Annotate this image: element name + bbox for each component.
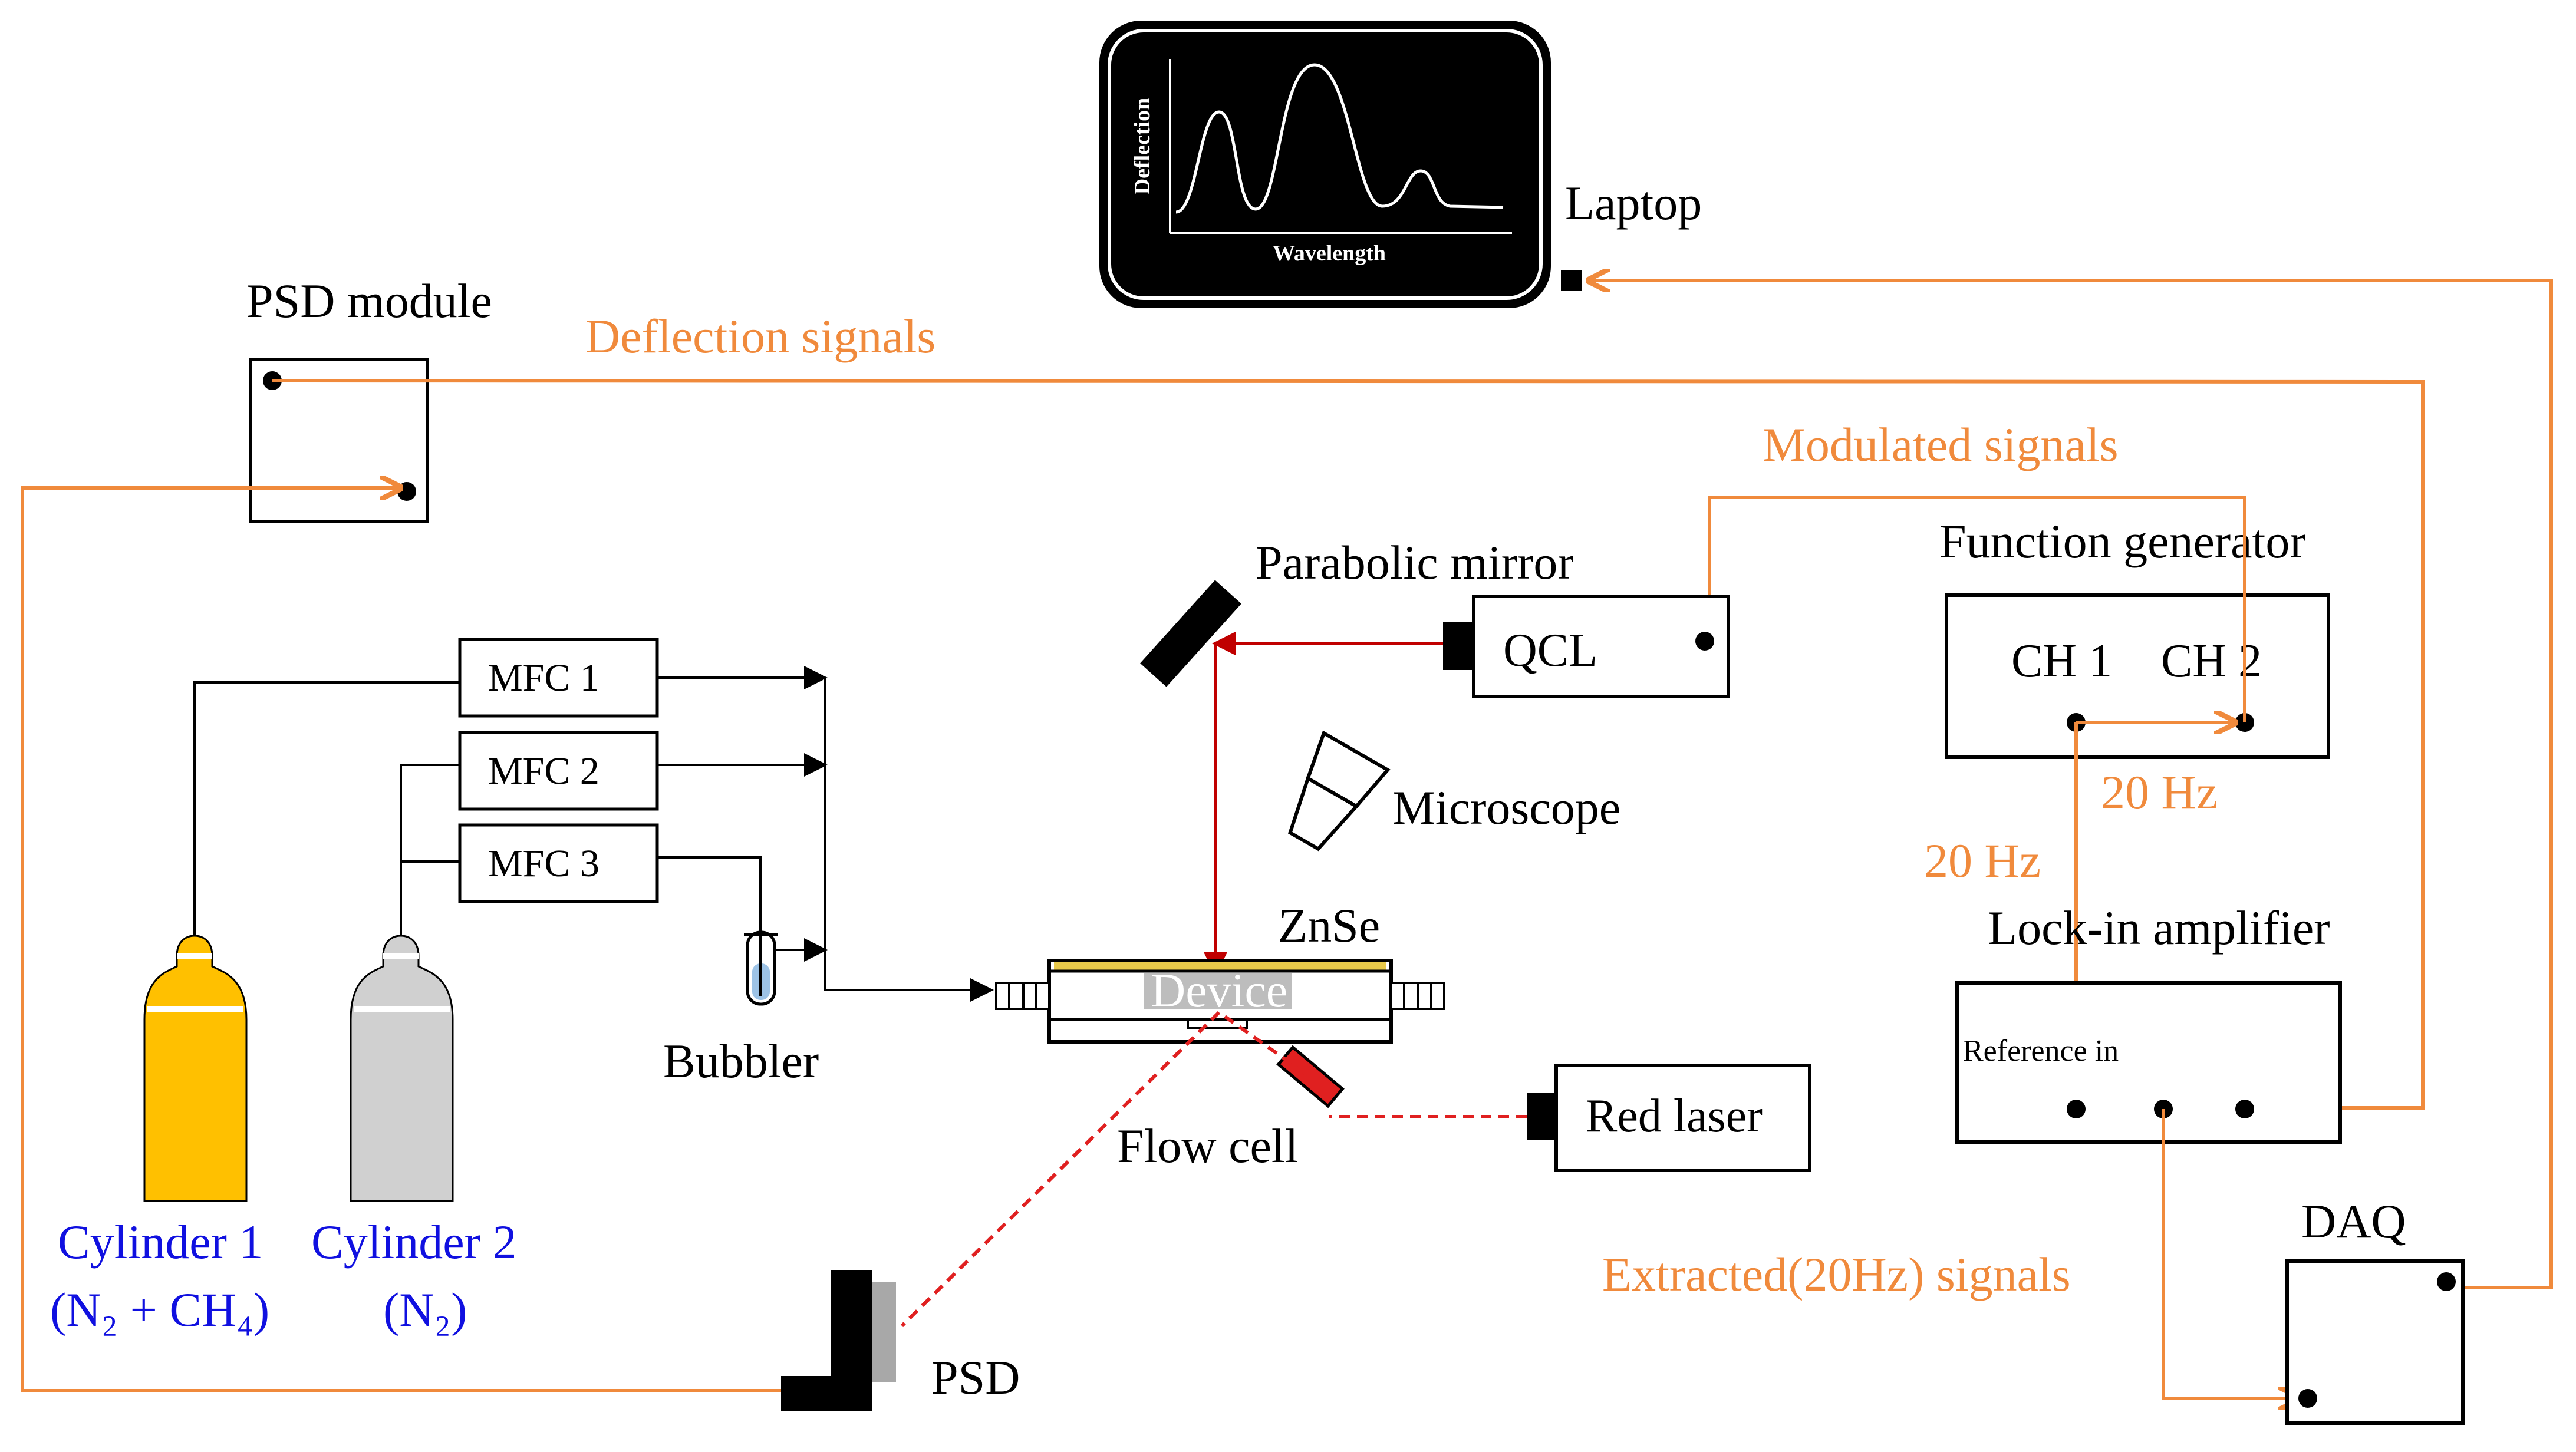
laptop-label: Laptop (1565, 176, 1702, 230)
microscope (1288, 730, 1391, 852)
lockin-amplifier-box (1955, 981, 2342, 1144)
cylinder2-label: Cylinder 2 (311, 1215, 516, 1269)
reference-in-label: Reference in (1963, 1034, 2119, 1068)
psd-base (781, 1376, 872, 1411)
cylinder2 (350, 935, 454, 1202)
mfc2-label: MFC 2 (488, 750, 599, 793)
laptop-screen (1108, 29, 1543, 300)
parabolic-mirror (1140, 580, 1241, 687)
mfc3-label: MFC 3 (488, 842, 599, 885)
lockin-reference-port (2067, 1100, 2086, 1118)
psd-sensor (871, 1282, 896, 1382)
psd-module-in-port (397, 482, 416, 501)
ch2-label: CH 2 (2161, 635, 2262, 687)
parabolic-mirror-label: Parabolic mirror (1256, 536, 1574, 589)
bubbler-label: Bubbler (663, 1034, 819, 1088)
deflection-signal-line (272, 379, 2425, 1108)
red-beam-to-psd (900, 1011, 1221, 1328)
cylinder1-body (143, 935, 248, 1202)
extracted-signals-label: Extracted(20Hz) signals (1602, 1248, 2071, 1301)
microscope-lens (1288, 776, 1359, 852)
mfc2: MFC 2 (458, 731, 659, 811)
red-laser-label: Red laser (1586, 1090, 1763, 1142)
cylinder1-gas-label: (N₂ + CH₄) (50, 1283, 269, 1336)
znse-label: ZnSe (1278, 899, 1380, 952)
lockin-frequency-label: 20 Hz (1924, 834, 2041, 887)
outlet-connector (1390, 982, 1445, 1010)
cylinder1-label: Cylinder 1 (58, 1215, 263, 1269)
screen-y-label: Deflection (1130, 98, 1155, 195)
screen-x-label: Wavelength (1273, 241, 1386, 266)
inlet-connector (995, 982, 1050, 1010)
mfc3-box (458, 823, 659, 903)
device-label: Device (1151, 963, 1287, 1017)
screen-spectrum-curve (1175, 63, 1504, 214)
daq-in-port (2298, 1389, 2317, 1408)
lockin-amplifier-label: Lock-in amplifier (1988, 901, 2330, 955)
psd-to-module-line (21, 488, 781, 1392)
red-mirror (1276, 1045, 1345, 1108)
cylinder1 (143, 935, 248, 1202)
flow-cell-channel (1187, 1018, 1248, 1029)
qcl-port (1695, 632, 1714, 651)
function-generator-box (1945, 593, 2330, 759)
mfc3: MFC 3 (458, 823, 659, 903)
psd-label: PSD (931, 1351, 1020, 1404)
daq-to-laptop-line (1589, 280, 2553, 1289)
ch1-label: CH 1 (2011, 635, 2112, 687)
qcl-label: QCL (1503, 625, 1597, 676)
red-laser-box (1554, 1064, 1811, 1172)
mfc2-box (458, 731, 659, 811)
psd (781, 1270, 896, 1411)
lockin-signal-port (2235, 1100, 2254, 1118)
deflection-signals-label: Deflection signals (585, 309, 935, 363)
laptop: Deflection Wavelength (1099, 21, 1582, 308)
laptop-port (1561, 270, 1582, 291)
modulated-signal-line (1709, 496, 2246, 722)
znse-window (1054, 962, 1386, 970)
function-generator-label: Function generator (1939, 514, 2306, 568)
red-laser-aperture (1527, 1093, 1556, 1140)
bubbler (744, 930, 778, 1006)
daq-out-port (2437, 1272, 2456, 1291)
qcl-aperture (1443, 622, 1474, 670)
mfc1: MFC 1 (458, 638, 659, 718)
mfc1-label: MFC 1 (488, 656, 599, 699)
flow-cell-label: Flow cell (1117, 1119, 1298, 1173)
gas-manifold (824, 678, 994, 1002)
cylinder2-line-mfc2 (400, 764, 460, 942)
device (1144, 974, 1292, 1009)
cylinder2-gas-label: (N₂) (383, 1283, 467, 1336)
psd-module-label: PSD module (246, 274, 492, 328)
cylinder2-body (350, 935, 454, 1202)
mfc3-out (657, 856, 762, 932)
modulated-signals-label: Modulated signals (1763, 418, 2119, 471)
fg-frequency-label: 20 Hz (2101, 765, 2218, 819)
cylinder1-line (193, 681, 460, 942)
daq-label: DAQ (2301, 1194, 2406, 1248)
microscope-label: Microscope (1392, 781, 1620, 834)
extracted-signal-line (2162, 1109, 2299, 1398)
red-beam-to-device (1218, 1011, 1307, 1075)
